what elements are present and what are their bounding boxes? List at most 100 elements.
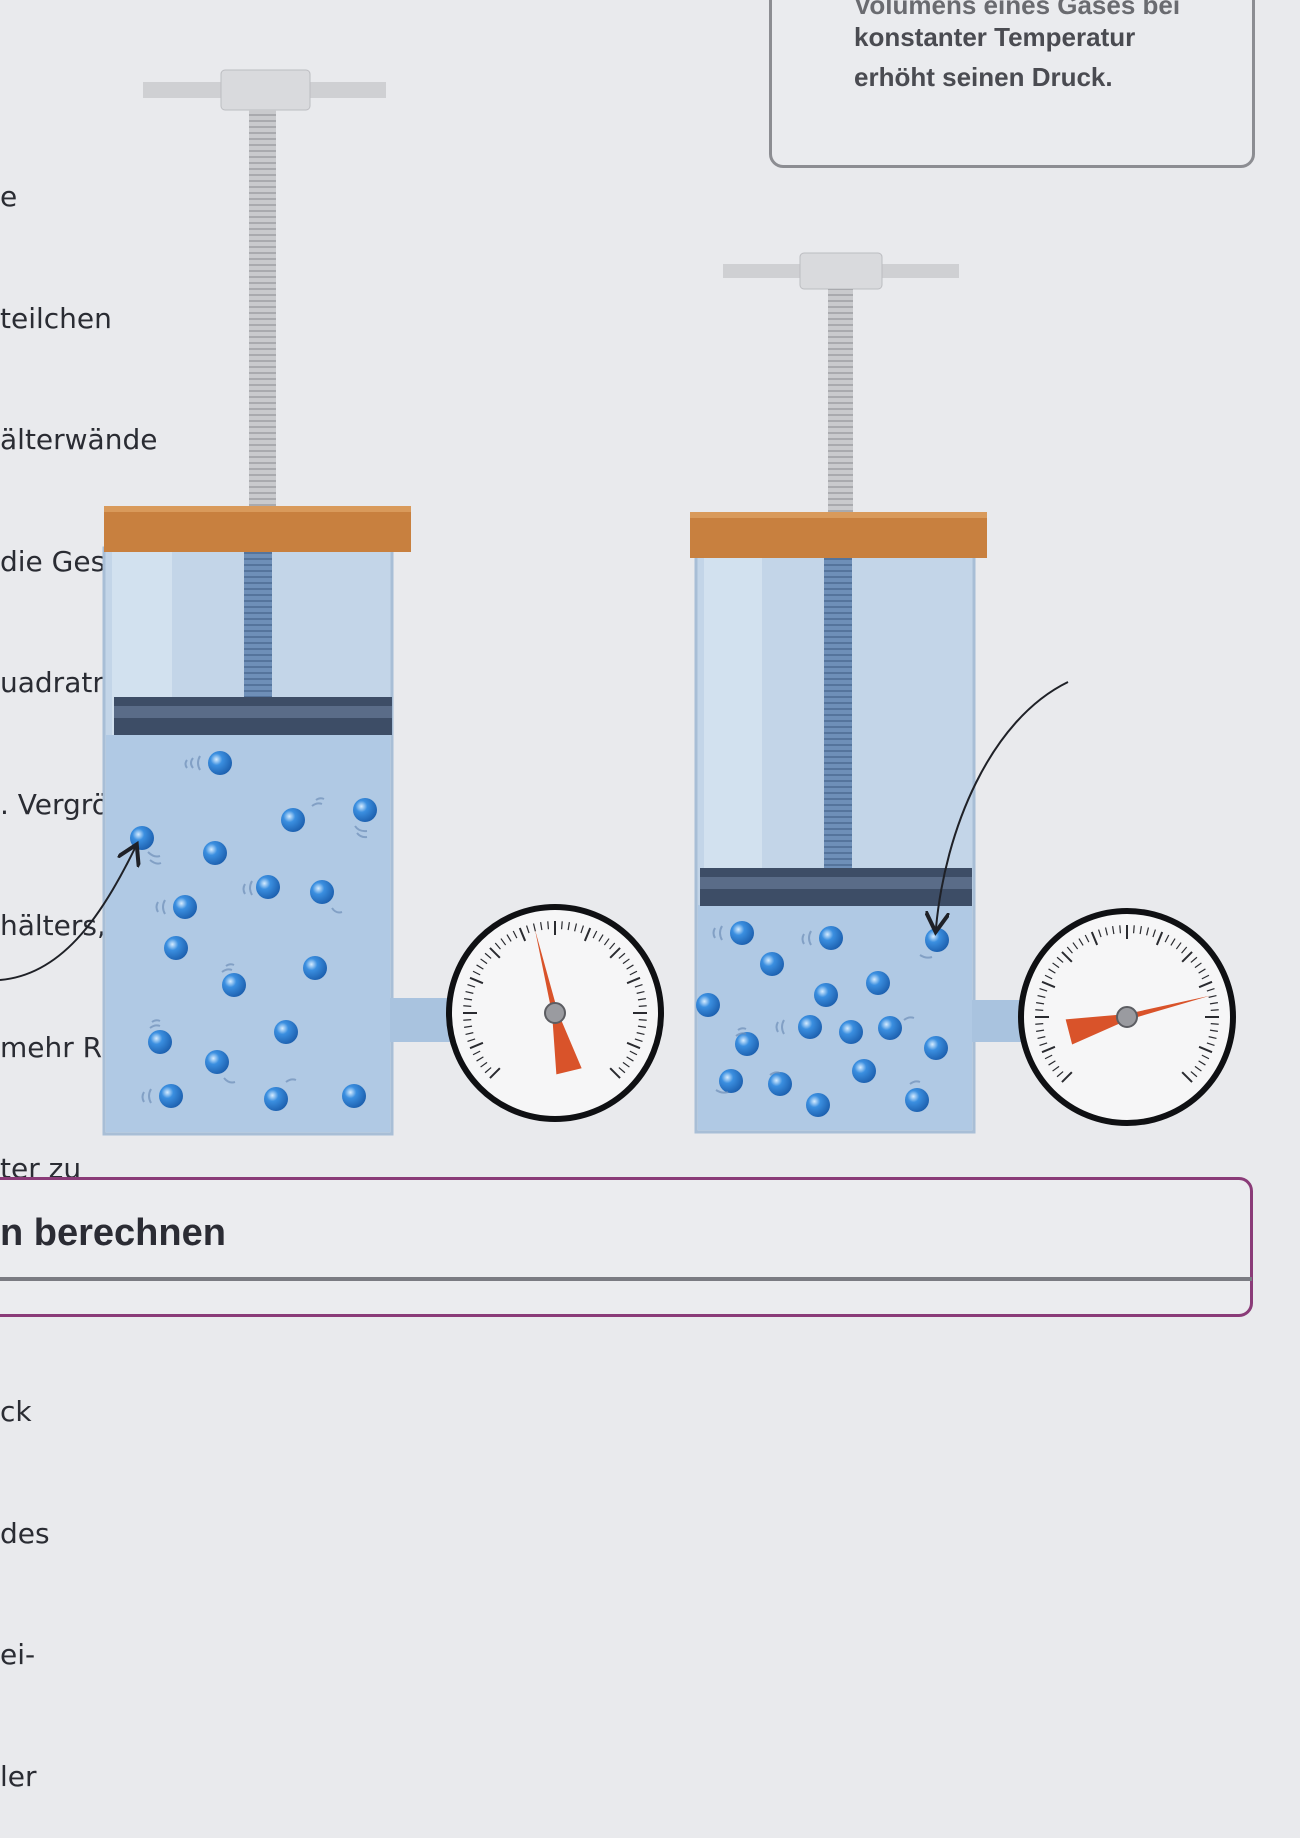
- gauge-tick: [1052, 1065, 1060, 1072]
- info-line-2: erhöht seinen Druck.: [854, 62, 1113, 92]
- gauge-tick: [1048, 968, 1056, 974]
- motion-streaks: [141, 755, 933, 1104]
- gauge-tick: [1048, 1060, 1056, 1066]
- gauge-tick: [1198, 968, 1206, 974]
- gauge-tick: [622, 958, 630, 965]
- right-particles: [696, 921, 949, 1117]
- gauge-tick: [464, 998, 473, 1001]
- left-piston-rod: [244, 550, 272, 698]
- left-apparatus: [102, 69, 454, 1136]
- gauge-tick: [1072, 942, 1079, 950]
- gas-particle: [735, 1032, 759, 1056]
- right-apparatus: [690, 252, 1028, 1134]
- gauge-tick: [1209, 1002, 1218, 1005]
- gauge-tick: [1164, 934, 1170, 943]
- gas-particle: [839, 1020, 863, 1044]
- gauge-tick: [629, 1050, 638, 1056]
- gas-particle: [303, 956, 327, 980]
- gauge-tick: [626, 1041, 641, 1050]
- gas-particle: [264, 1087, 288, 1111]
- explanation-line: des: [0, 1516, 50, 1550]
- gauge-tick: [634, 983, 643, 988]
- gauge-tick: [609, 947, 621, 959]
- gauge-tick: [1170, 938, 1176, 946]
- explanation-line: ei-: [0, 1638, 36, 1671]
- gauge-tick: [484, 952, 492, 959]
- gas-particle: [310, 880, 334, 904]
- gauge-tick: [636, 1032, 645, 1036]
- gas-particle: [819, 926, 843, 950]
- gauge-tick: [1190, 1071, 1198, 1078]
- gauge-tick: [465, 990, 474, 994]
- gauge-tick: [476, 1056, 484, 1062]
- gauge-tick: [463, 1018, 472, 1021]
- explanation-line: e: [0, 180, 18, 213]
- gauge-tick: [1155, 931, 1164, 946]
- left-connector-pipe: [390, 998, 454, 1042]
- gauge-tick: [1066, 946, 1073, 954]
- gauge-tick: [1208, 994, 1217, 998]
- gas-particle: [719, 1069, 743, 1093]
- left-particles: [130, 751, 377, 1111]
- gas-particle: [353, 798, 377, 822]
- gauge-tick: [1035, 1022, 1044, 1025]
- left-screw-handle: [143, 69, 386, 111]
- gauge-tick: [1036, 1029, 1045, 1032]
- gauge-tick: [609, 1067, 621, 1079]
- gas-particle: [925, 928, 949, 952]
- gauge-tick: [626, 1056, 634, 1062]
- gas-particle: [852, 1059, 876, 1083]
- left-gauge: [446, 904, 664, 1122]
- gauge-tick: [1206, 1042, 1215, 1047]
- gauge-tick: [525, 925, 530, 934]
- gauge-tick: [1041, 1045, 1056, 1054]
- gauge-tick: [500, 938, 507, 946]
- right-gauge-ticks: [1035, 925, 1219, 1083]
- gauge-tick: [636, 990, 645, 994]
- gas-particle: [222, 973, 246, 997]
- gauge-tick: [1119, 925, 1122, 934]
- gauge-tick: [467, 983, 476, 988]
- gauge-tick: [467, 1038, 476, 1043]
- gas-particle: [696, 993, 720, 1017]
- gauge-tick: [1061, 1071, 1073, 1083]
- gauge-tick: [1139, 926, 1142, 935]
- info-box: [769, 0, 1255, 168]
- gauge-tick: [1198, 1045, 1213, 1054]
- gauge-tick: [638, 1005, 647, 1008]
- gauge-tick: [1194, 962, 1202, 969]
- left-gauge-needle: [534, 929, 582, 1075]
- left-gas-volume: [106, 735, 390, 1132]
- gauge-tick: [1112, 926, 1115, 935]
- gauge-tick: [494, 942, 501, 950]
- gas-particle: [148, 1030, 172, 1054]
- right-piston-rod: [824, 556, 852, 870]
- gas-particle: [342, 1084, 366, 1108]
- gas-particle: [814, 983, 838, 1007]
- gauge-tick: [598, 934, 604, 942]
- gauge-tick: [583, 927, 592, 942]
- gas-particle: [203, 841, 227, 865]
- right-lid: [690, 512, 987, 558]
- gauge-tick: [567, 922, 570, 931]
- left-lid: [104, 506, 411, 552]
- gauge-tick: [1078, 938, 1084, 946]
- gauge-tick: [1044, 1054, 1053, 1060]
- left-pointer-arrow: [0, 848, 135, 981]
- gauge-tick: [626, 964, 634, 970]
- gauge-tick: [560, 921, 563, 930]
- gauge-tick: [463, 1005, 472, 1008]
- gauge-tick: [592, 930, 598, 939]
- gauge-tick: [1210, 1022, 1219, 1025]
- gauge-tick: [472, 1050, 481, 1056]
- gauge-tick: [489, 947, 501, 959]
- gauge-tick: [1209, 1029, 1218, 1032]
- gauge-tick: [1056, 1071, 1064, 1078]
- gauge-tick: [1132, 925, 1135, 934]
- gauge-tick: [574, 923, 578, 932]
- gauge-tick: [480, 958, 488, 965]
- gauge-tick: [464, 1025, 473, 1028]
- right-screw-handle: [723, 252, 959, 290]
- gas-particle: [924, 1036, 948, 1060]
- gauge-tick: [512, 930, 518, 939]
